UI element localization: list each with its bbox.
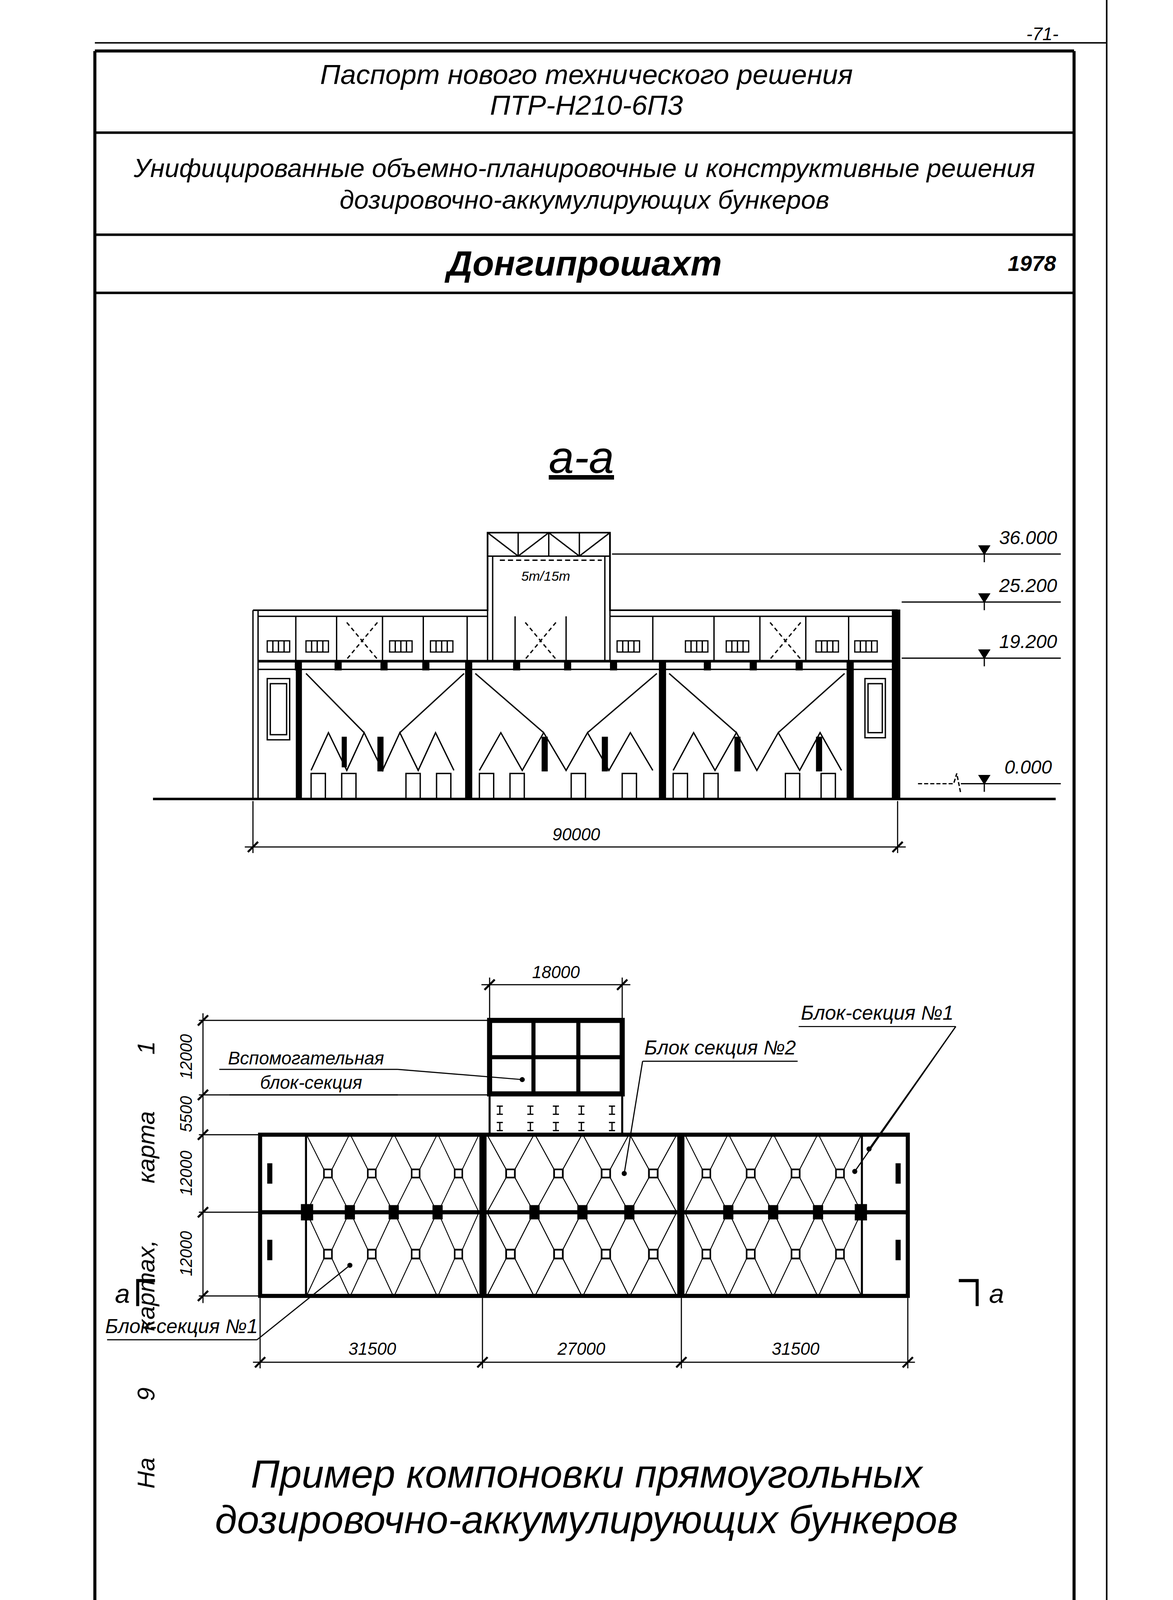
part-label: Вспомогательная	[228, 1048, 385, 1067]
dimension: 18000	[531, 963, 580, 981]
page-number: -71-	[1026, 24, 1059, 43]
part-label: Блок-секция №1	[800, 1002, 954, 1023]
elevation-mark: 25.200	[999, 576, 1057, 596]
leader-lines	[107, 1026, 978, 1340]
section-elevation	[153, 532, 1056, 799]
dimension: 90000	[552, 825, 601, 843]
section-title: а-а	[548, 434, 615, 480]
leader-dots	[347, 1076, 872, 1268]
section-mark: а	[114, 1280, 130, 1308]
section-mark: а	[988, 1280, 1004, 1308]
title-band: Унифицированные объемно-планировочные и …	[94, 132, 1075, 235]
sheet-caption: Пример компоновки прямоугольных дозирово…	[180, 1450, 993, 1542]
elevation-mark: 0.000	[1004, 757, 1052, 777]
sheet-note: На 9 картах, карта 1	[133, 1041, 159, 1489]
dimension: 27000	[557, 1340, 606, 1358]
band-text: Донгипрошахт	[446, 242, 722, 285]
organization-band: Донгипрошахт 1978	[94, 234, 1075, 294]
sheet-title: Паспорт нового технического решения ПТР-…	[293, 59, 880, 121]
sheet-frame	[94, 0, 1107, 1600]
elevation-mark: 36.000	[999, 528, 1057, 548]
part-label: блок-секция	[260, 1073, 363, 1092]
elevation-marks	[611, 545, 1061, 792]
dimension-lines	[197, 800, 915, 1369]
dimension: 5500	[178, 1095, 195, 1132]
year-text: 1978	[1007, 250, 1057, 277]
dimension: 31500	[771, 1340, 820, 1358]
part-label: Блок-секция №1	[105, 1316, 258, 1336]
dimension: 12000	[178, 1230, 195, 1276]
elevation-mark: 19.200	[999, 632, 1057, 652]
dimension: 12000	[178, 1150, 195, 1196]
band-text: Унифицированные объемно-планировочные и …	[121, 152, 1048, 215]
crane-capacity: 5т/15т	[521, 569, 570, 583]
dimension: 31500	[348, 1340, 397, 1358]
dimension: 12000	[178, 1033, 195, 1080]
part-label: Блок секция №2	[644, 1037, 796, 1058]
